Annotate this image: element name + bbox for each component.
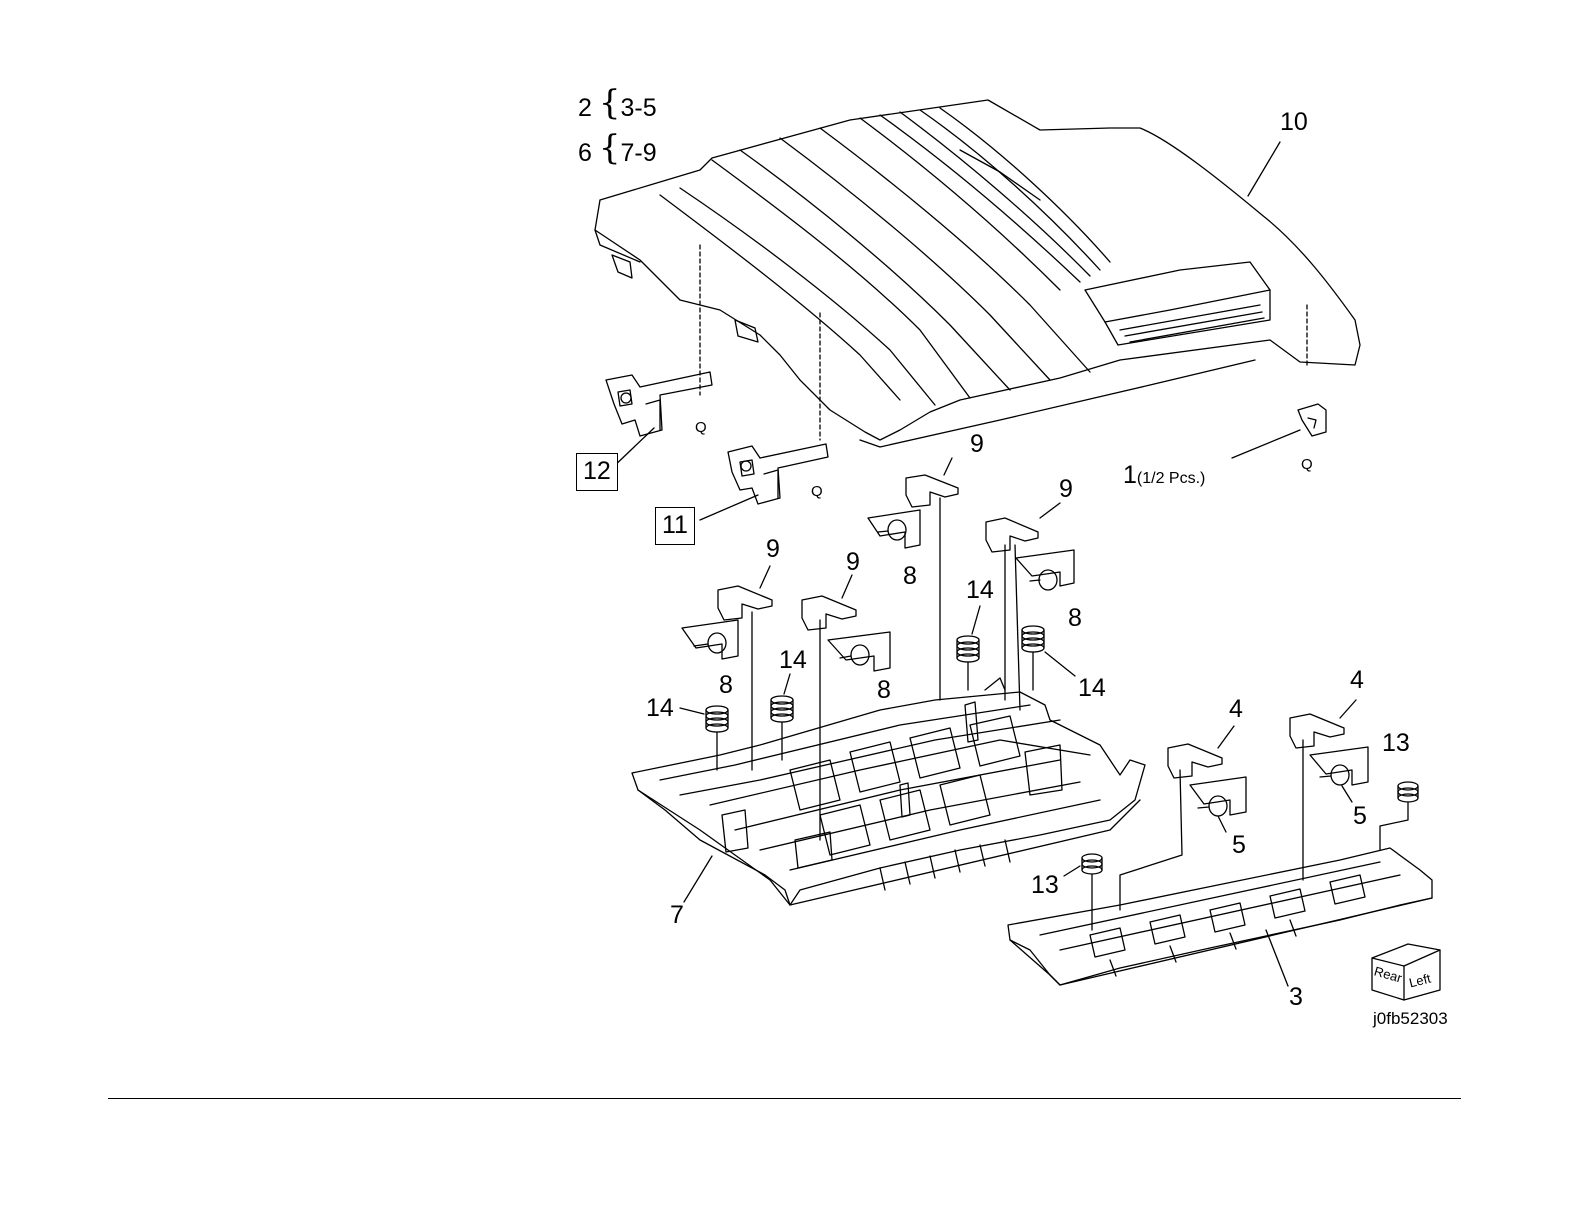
spring-14-c: [957, 606, 980, 690]
callout-12: 12: [576, 453, 618, 491]
q-mark-mid: Q: [811, 484, 823, 499]
group-range: 3-5: [621, 94, 657, 122]
callout-9-b: 9: [1059, 477, 1073, 502]
callout-7: 7: [670, 903, 684, 928]
callout-10: 10: [1280, 110, 1308, 135]
callout-1-number: 1: [1123, 461, 1137, 489]
callout-8-b: 8: [1068, 606, 1082, 631]
callout-9-d: 9: [846, 550, 860, 575]
roller-bracket-middle: [802, 575, 890, 840]
bottom-plate-3: [1008, 848, 1432, 985]
callout-1: 1(1/2 Pcs.): [1123, 463, 1205, 488]
group-id: 6: [578, 139, 592, 167]
bracket-1: [1298, 404, 1326, 436]
spring-14-d: [1022, 626, 1075, 690]
callout-5-a: 5: [1353, 804, 1367, 829]
callout-8-a: 8: [903, 564, 917, 589]
spring-13-b: [1064, 854, 1102, 930]
callout-11: 11: [655, 507, 695, 545]
callout-5-b: 5: [1232, 833, 1246, 858]
spring-14-a: [706, 706, 728, 770]
leader-10: [1248, 142, 1280, 196]
roller-bracket-right-b: [1290, 700, 1368, 880]
figure-id: j0fb52303: [1373, 1010, 1448, 1027]
leader-3: [1266, 930, 1288, 986]
q-mark-left: Q: [695, 420, 707, 435]
group-range: 7-9: [621, 139, 657, 167]
group-id: 2: [578, 94, 592, 122]
callout-14-c: 14: [1078, 676, 1106, 701]
callout-13-a: 13: [1382, 731, 1410, 756]
callout-8-d: 8: [877, 678, 891, 703]
callout-14-b: 14: [779, 648, 807, 673]
group-header-6: 6 {7-9: [578, 133, 657, 167]
roller-bracket-left: [682, 566, 772, 770]
top-cover: [595, 100, 1360, 447]
callout-14-d: 14: [646, 696, 674, 721]
callout-9-a: 9: [970, 432, 984, 457]
callout-14-a: 14: [966, 578, 994, 603]
leader-7: [684, 856, 712, 902]
callout-8-c: 8: [719, 673, 733, 698]
callout-3: 3: [1289, 985, 1303, 1010]
callout-4-a: 4: [1350, 668, 1364, 693]
callout-4-b: 4: [1229, 697, 1243, 722]
leader-1: [1232, 430, 1300, 458]
leader-11: [700, 495, 758, 520]
spring-14-b: [771, 674, 793, 760]
page-divider: [108, 1098, 1461, 1099]
brace-icon: {: [599, 83, 621, 123]
roller-bracket-right-a: [1120, 726, 1246, 910]
spring-13-a: [1380, 782, 1418, 850]
group-header-2: 2 {3-5: [578, 88, 657, 122]
callout-13-b: 13: [1031, 873, 1059, 898]
callout-9-c: 9: [766, 537, 780, 562]
q-mark-right: Q: [1301, 457, 1313, 472]
callout-1-quantity: (1/2 Pcs.): [1137, 470, 1205, 487]
brace-icon: {: [599, 128, 621, 168]
